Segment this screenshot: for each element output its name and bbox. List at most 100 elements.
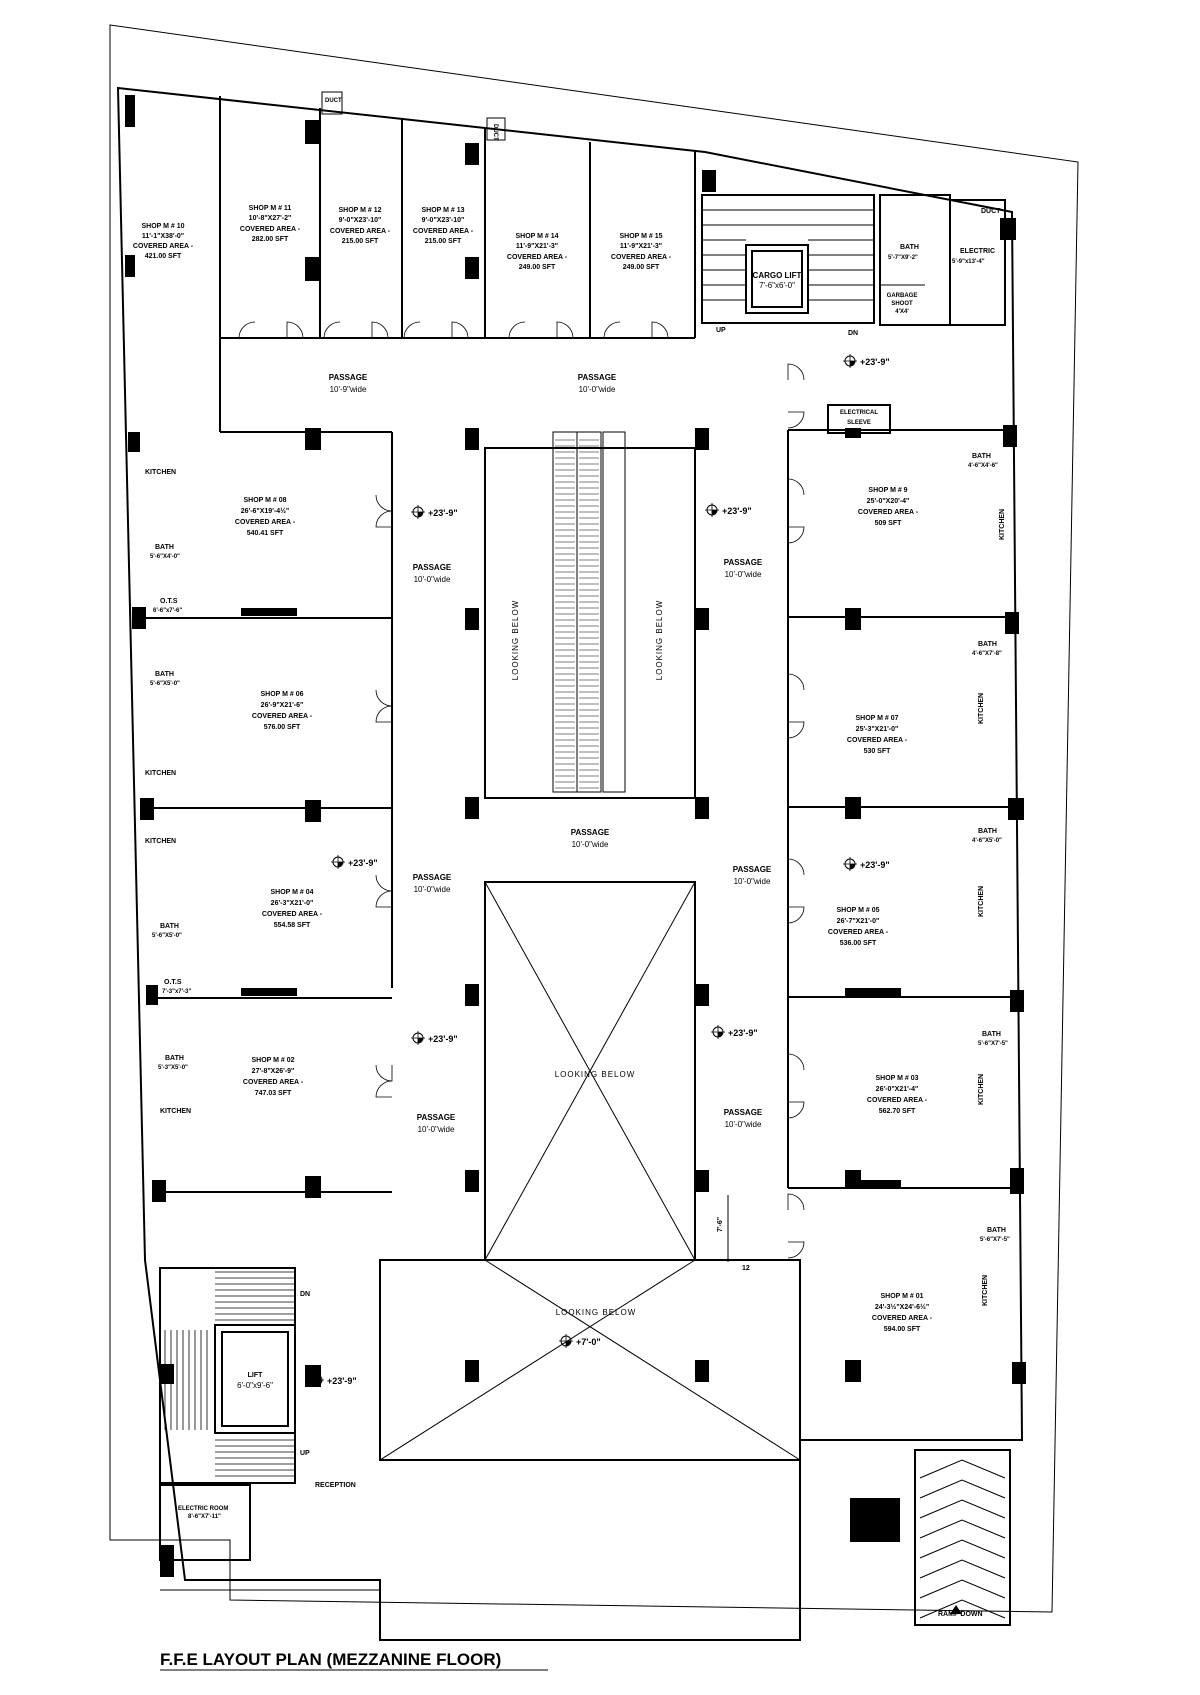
door-swing xyxy=(787,673,805,691)
shop-area-label: COVERED AREA - xyxy=(872,1315,933,1322)
dimension-label: 12 xyxy=(742,1265,750,1272)
shop-area-label: COVERED AREA - xyxy=(330,228,391,235)
shop-size: 11'-9"X21'-3" xyxy=(516,243,558,250)
shop-name: SHOP M # 07 xyxy=(855,715,898,722)
structural-column xyxy=(465,257,479,279)
passage-name: PASSAGE xyxy=(571,828,610,837)
shop-size: 26'-9"X21'-6" xyxy=(261,702,304,709)
shop-area: 536.00 SFT xyxy=(840,940,877,947)
shop-size: 11'-9"X21'-3" xyxy=(620,243,662,250)
ramp-arrow xyxy=(950,1605,962,1614)
door-swing xyxy=(787,858,805,876)
lift-size: 6'-0"x9'-6" xyxy=(237,1381,273,1390)
electric-room-label: ELECTRIC ROOM xyxy=(178,1506,228,1512)
shop-area: 249.00 SFT xyxy=(519,264,556,271)
passage-top-right-label: PASSAGE 10'-0"wide xyxy=(578,373,617,394)
shop-size: 11'-1"X38'-0" xyxy=(142,233,184,240)
passage-right-mid-label: PASSAGE 10'-0"wide xyxy=(733,865,772,886)
ramp-down-label: RAMP DOWN xyxy=(938,1611,983,1618)
structural-column xyxy=(241,608,297,616)
level-marker-fill xyxy=(418,512,423,517)
stair-up-label: UP xyxy=(300,1450,310,1457)
shop-size: 9'-0"X23'-10" xyxy=(339,217,382,224)
level-label: +23'-9" xyxy=(428,1034,458,1044)
atrium-void xyxy=(379,881,801,1461)
shop-area-label: COVERED AREA - xyxy=(507,254,568,261)
structural-column xyxy=(695,984,709,1006)
dimension-marks: 7'-6" 12 xyxy=(695,1195,750,1272)
structural-column xyxy=(152,1180,166,1202)
shop-area-label: COVERED AREA - xyxy=(858,509,919,516)
level-markers xyxy=(310,354,857,1387)
shop-m09-label: SHOP M # 9 25'-0"X20'-4" COVERED AREA - … xyxy=(858,487,919,527)
stair-up-label: UP xyxy=(716,327,726,334)
bath-label: BATH xyxy=(155,544,174,551)
structural-column xyxy=(845,1170,861,1180)
shop-area: 540.41 SFT xyxy=(247,530,284,537)
shop-m04-label: SHOP M # 04 26'-3"X21'-0" COVERED AREA -… xyxy=(262,889,323,929)
bath-label: BATH xyxy=(987,1227,1006,1234)
door-swing xyxy=(651,321,669,339)
level-label: +23'-9" xyxy=(860,357,890,367)
level-marker-fill xyxy=(712,510,717,515)
cargo-lift-label: CARGO LIFT xyxy=(753,271,802,280)
structural-column xyxy=(465,1360,479,1382)
shop-name: SHOP M # 01 xyxy=(880,1293,923,1300)
ramp xyxy=(914,1449,1011,1626)
door-swing xyxy=(787,478,805,496)
reception-label: RECEPTION xyxy=(315,1482,356,1489)
shop-size: 25'-0"X20'-4" xyxy=(867,498,910,505)
door-swing xyxy=(787,906,805,924)
electrical-label: ELECTRICAL xyxy=(840,410,878,416)
shop-m02-label: SHOP M # 02 27'-8"X26'-9" COVERED AREA -… xyxy=(243,1057,304,1097)
structural-column xyxy=(1012,1362,1026,1384)
shop-name: SHOP M # 04 xyxy=(270,889,313,896)
shop-m08-label: SHOP M # 08 26'-6"X19'-4½" COVERED AREA … xyxy=(235,497,296,537)
structural-column xyxy=(465,608,479,630)
passage-width: 10'-0"wide xyxy=(418,1125,455,1134)
level-label: +23'-9" xyxy=(348,858,378,868)
structural-column xyxy=(1008,798,1024,820)
duct-label: DUCT xyxy=(325,98,342,104)
passage-name: PASSAGE xyxy=(724,1108,763,1117)
structural-column xyxy=(702,170,716,192)
structural-column xyxy=(845,988,901,996)
shop-area-label: COVERED AREA - xyxy=(240,226,301,233)
kitchen-label: KITCHEN xyxy=(982,1275,989,1306)
structural-column xyxy=(695,1170,709,1192)
passage-right-upper-label: PASSAGE 10'-0"wide xyxy=(724,558,763,579)
kitchen-label: KITCHEN xyxy=(145,770,176,777)
structural-column xyxy=(241,988,297,996)
structural-column xyxy=(695,608,709,630)
level-label: +23'-9" xyxy=(428,508,458,518)
kitchen-label: KITCHEN xyxy=(999,509,1006,540)
shop-area-label: COVERED AREA - xyxy=(243,1079,304,1086)
structural-column xyxy=(845,608,861,630)
right-amenity-labels: BATH 4'-6"X4'-6" KITCHEN BATH 4'-6"X7'-8… xyxy=(968,453,1010,1306)
garbage-label: GARBAGE xyxy=(887,293,918,299)
passage-width: 10'-0"wide xyxy=(579,385,616,394)
shop-name: SHOP M # 06 xyxy=(260,691,303,698)
passage-right-lower-label: PASSAGE 10'-0"wide xyxy=(724,1108,763,1129)
electric-room-size: 8'-6"X7'-11" xyxy=(188,1514,221,1520)
bath-size: 5'-6"X5'-0" xyxy=(150,681,180,687)
kitchen-label: KITCHEN xyxy=(978,1074,985,1105)
door-swing xyxy=(787,411,805,429)
door-swing xyxy=(286,321,304,339)
door-swing xyxy=(375,494,393,512)
door-swing xyxy=(375,890,393,908)
bath-size: 5'-6"X4'-0" xyxy=(150,554,180,560)
passage-name: PASSAGE xyxy=(724,558,763,567)
shop-area-label: COVERED AREA - xyxy=(611,254,672,261)
bath-label: BATH xyxy=(978,828,997,835)
shop-size: 24'-3½"X24'-6½" xyxy=(875,1303,929,1311)
structural-column xyxy=(845,797,861,819)
structural-column xyxy=(695,797,709,819)
door-swing xyxy=(375,1080,393,1098)
structural-column xyxy=(695,1360,709,1382)
door-swing xyxy=(375,689,393,707)
shop-area: 249.00 SFT xyxy=(623,264,660,271)
bath-label: BATH xyxy=(155,671,174,678)
level-label: +23'-9" xyxy=(860,860,890,870)
service-labels: CARGO LIFT 7'-6"x6'-0" BATH 5'-7"X9'-2" … xyxy=(178,98,1001,1618)
